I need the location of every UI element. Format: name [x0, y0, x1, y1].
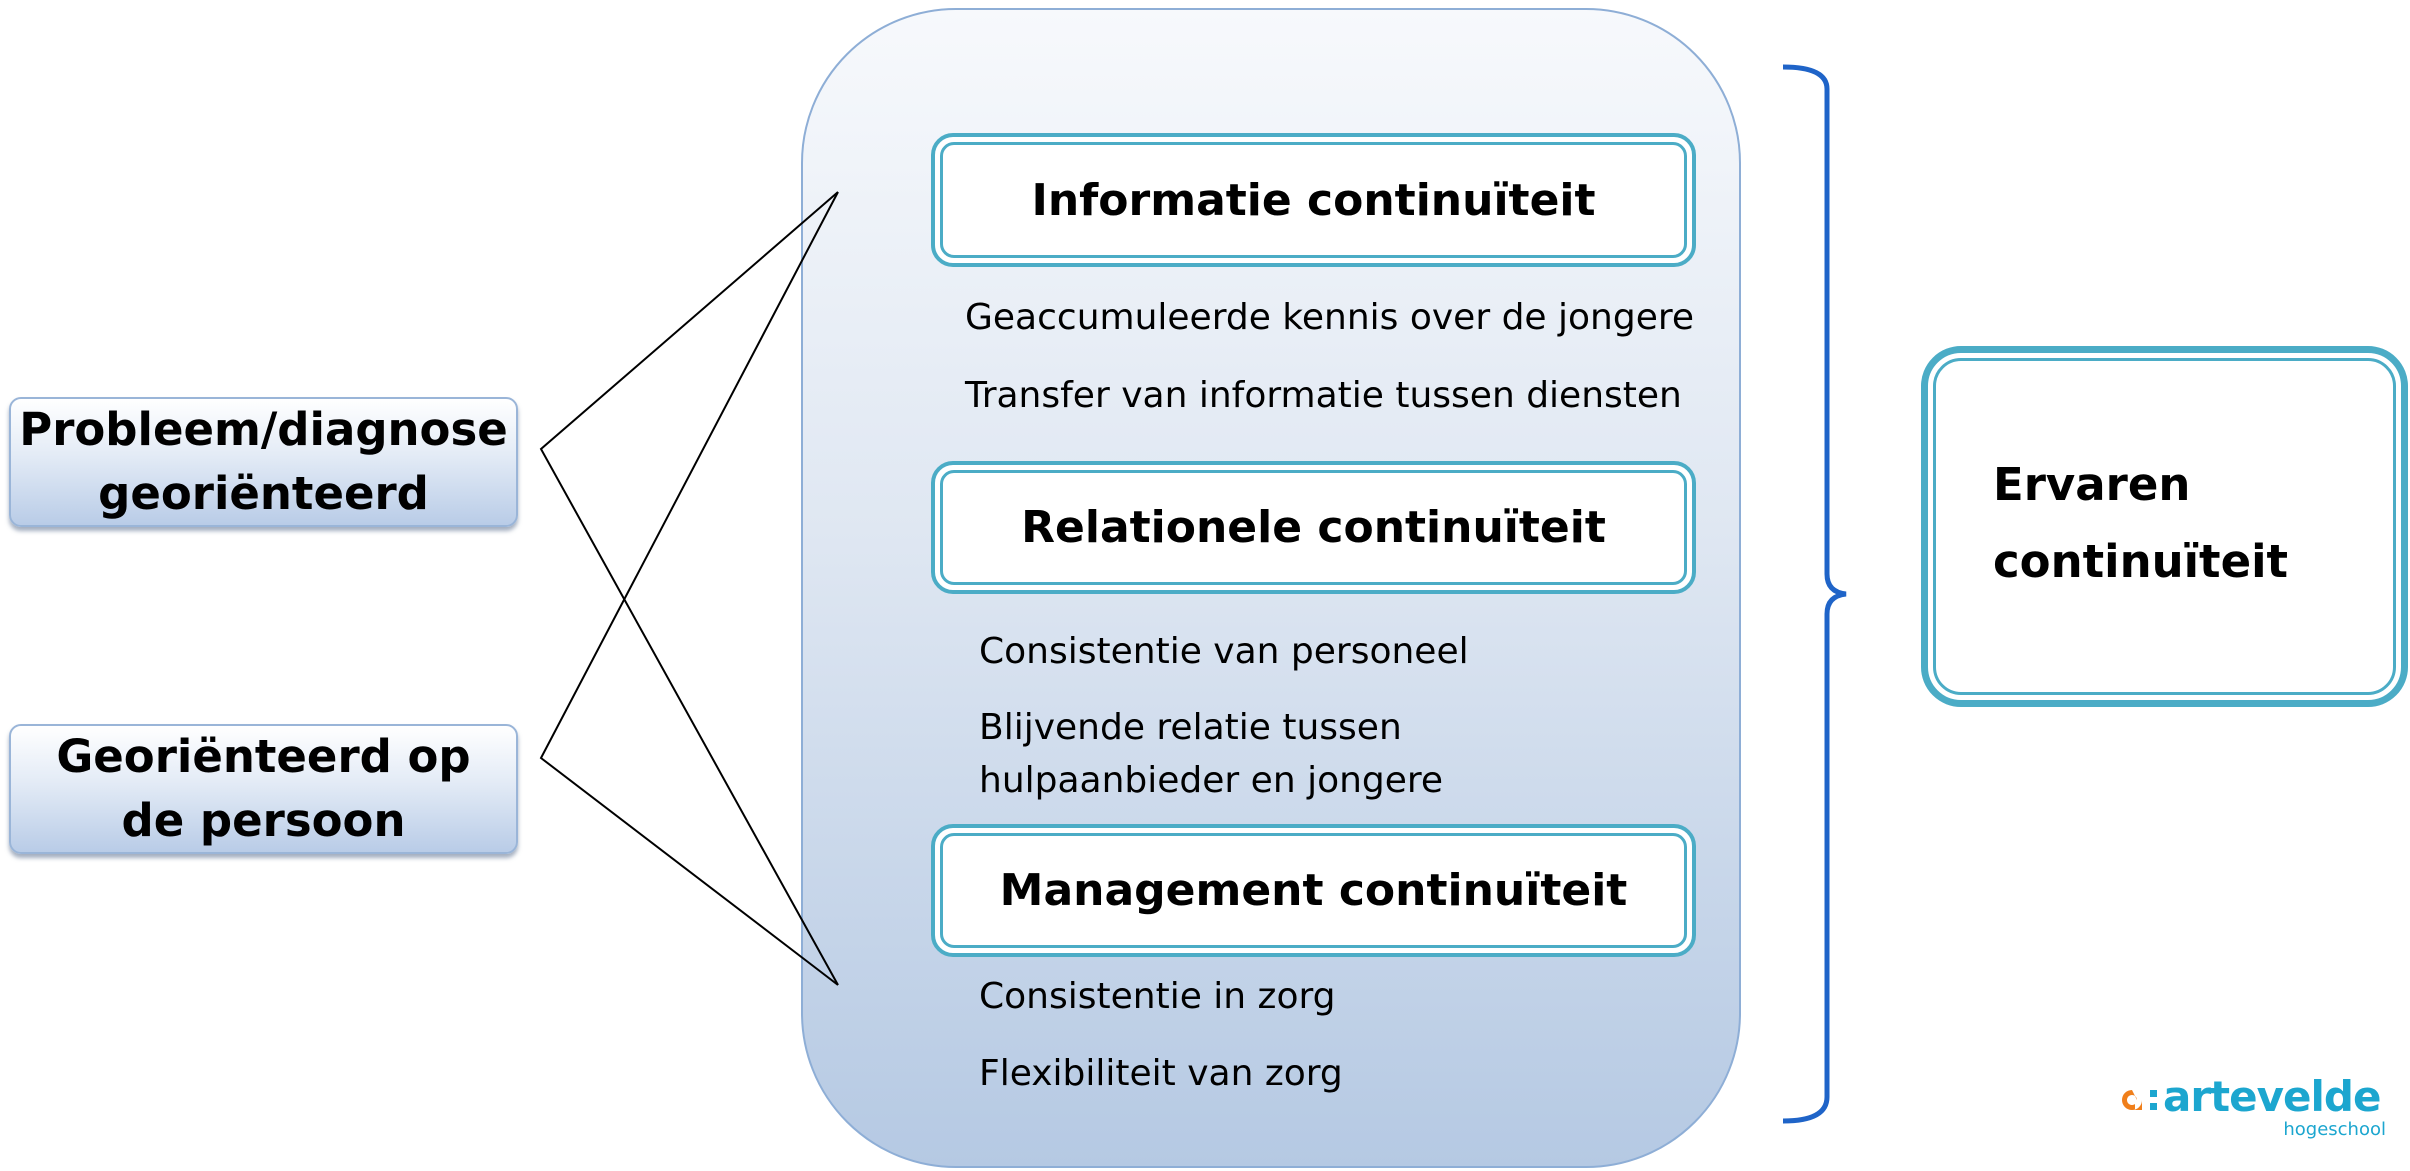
management-item-consistency: Consistentie in zorg [979, 976, 1336, 1017]
bracket-curve [1782, 64, 1847, 1124]
experienced-continuity-label: Ervaren continuïteit [1993, 458, 2289, 588]
relational-continuity-title: Relationele continuïteit [940, 470, 1687, 585]
relational-continuity-box: Relationele continuïteit [931, 461, 1696, 594]
information-continuity-title: Informatie continuïteit [940, 142, 1687, 258]
problem-oriented-box: Probleem/diagnose georiënteerd [9, 397, 518, 527]
artevelde-logo-colon-icon [2150, 1090, 2157, 1110]
management-item-flexibility: Flexibiliteit van zorg [979, 1053, 1343, 1094]
person-oriented-box: Georiënteerd op de persoon [9, 724, 518, 854]
artevelde-logo-subtitle: hogeschool [2283, 1119, 2386, 1140]
relational-item-relation-line2: hulpaanbieder en jongere [979, 760, 1444, 801]
experienced-continuity-inner-frame [1933, 358, 2396, 695]
relational-item-relation-line1: Blijvende relatie tussen [979, 707, 1402, 748]
management-continuity-box: Management continuïteit [931, 824, 1696, 957]
information-item-knowledge: Geaccumuleerde kennis over de jongere [965, 297, 1695, 338]
management-continuity-title: Management continuïteit [940, 833, 1687, 948]
information-item-transfer: Transfer van informatie tussen diensten [965, 375, 1682, 416]
relational-item-staff: Consistentie van personeel [979, 631, 1469, 672]
information-continuity-box: Informatie continuïteit [931, 133, 1696, 267]
artevelde-logo: artevelde hogeschool [2120, 1074, 2390, 1144]
person-connector [539, 191, 839, 986]
artevelde-logo-mark-icon [2122, 1090, 2142, 1110]
problem-connector [539, 191, 839, 986]
experienced-continuity-box [1921, 346, 2408, 707]
artevelde-logo-name: artevelde [2163, 1072, 2381, 1121]
